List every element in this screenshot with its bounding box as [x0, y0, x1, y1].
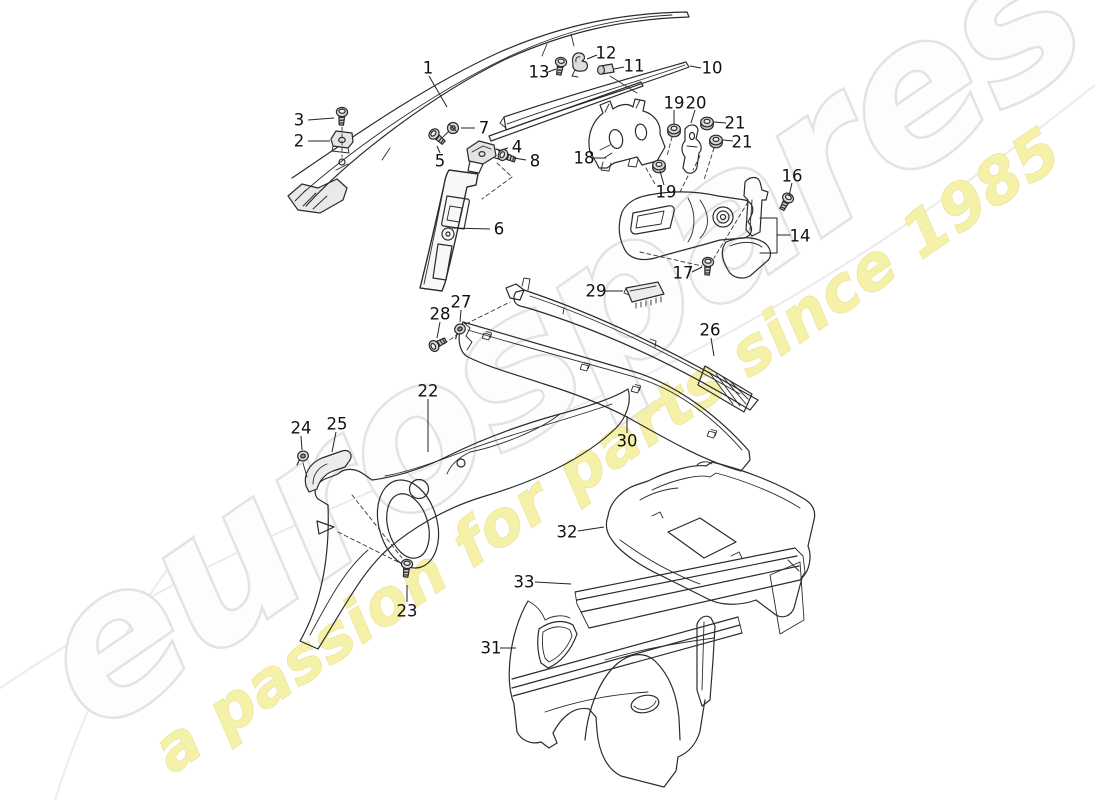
callout-21b: 21 [732, 133, 753, 152]
diagram-line-art [287, 11, 816, 788]
leader-10 [689, 65, 702, 69]
part-10-roof-edge-trim [488, 61, 690, 142]
callout-25: 25 [327, 415, 348, 434]
bracket-2 [330, 126, 354, 158]
leader-20 [690, 109, 696, 124]
callout-20: 20 [686, 94, 707, 113]
nut-19-lower [652, 159, 666, 174]
callout-29: 29 [586, 282, 607, 301]
part-29-clip-strip [623, 281, 665, 309]
leader-11 [613, 66, 625, 70]
part-26-shelf-edge-trim [505, 277, 759, 413]
callout-21a: 21 [725, 114, 746, 133]
leader-25 [331, 431, 337, 453]
watermark-swoosh [0, 84, 1096, 690]
watermark-brand-text: eurospares [0, 0, 1100, 776]
callout-33: 33 [514, 573, 535, 592]
part-33-damping-pad [574, 547, 806, 635]
callout-2: 2 [294, 132, 305, 151]
leader-6 [451, 227, 491, 230]
callout-12: 12 [596, 44, 617, 63]
clip-11 [596, 63, 638, 94]
callout-23: 23 [397, 602, 418, 621]
part-14-side-trim [618, 176, 772, 279]
callout-13: 13 [529, 63, 550, 82]
callout-18: 18 [574, 149, 595, 168]
leader-16 [788, 182, 793, 197]
leader-21b [722, 139, 734, 142]
callout-28: 28 [430, 305, 451, 324]
nut-21-lower [709, 134, 723, 149]
callout-14: 14 [790, 227, 811, 246]
callout-8: 8 [530, 152, 541, 171]
leader-5 [436, 145, 441, 154]
leader-13 [547, 68, 557, 73]
callout-16: 16 [782, 167, 803, 186]
callout-3: 3 [294, 111, 305, 130]
callout-4: 4 [512, 138, 523, 157]
callout-11: 11 [624, 57, 645, 76]
nut-19-upper [667, 123, 681, 138]
grommet-7 [442, 121, 460, 138]
leader-12 [586, 54, 598, 60]
callout-5: 5 [435, 152, 446, 171]
part-22-quarter-panel-trim [299, 388, 630, 650]
leader-33 [534, 581, 572, 585]
leader-27 [459, 309, 462, 323]
callout-26: 26 [700, 321, 721, 340]
callout-32: 32 [557, 523, 578, 542]
callout-1: 1 [423, 59, 434, 78]
screw-5 [426, 126, 449, 148]
callout-6: 6 [494, 220, 505, 239]
callout-30: 30 [617, 432, 638, 451]
part-25-hook [302, 449, 352, 493]
callout-27: 27 [451, 293, 472, 312]
part-30-rear-shelf-panel [443, 301, 751, 472]
leader-lines [300, 54, 793, 649]
leader-8 [513, 157, 527, 161]
nut-21-upper [700, 116, 714, 131]
callout-22: 22 [418, 382, 439, 401]
leader-17 [691, 266, 703, 273]
part-6-a-pillar-trim [419, 162, 513, 292]
leader-1 [428, 75, 448, 108]
clip-12 [570, 33, 588, 78]
part-18-bracket [588, 98, 666, 172]
part-20-bracket [681, 124, 702, 174]
screw-13 [552, 55, 568, 77]
part-1-windscreen-frame-trim [287, 11, 690, 214]
leader-4 [497, 147, 509, 152]
callout-7: 7 [479, 119, 490, 138]
leader-28 [436, 321, 441, 339]
part-31-rear-quarter-trim [508, 600, 743, 788]
callout-labels: 1234567810111213141617181919202121222324… [291, 44, 811, 658]
callout-14-bracket [759, 217, 791, 254]
callout-19a: 19 [664, 94, 685, 113]
callout-19b: 19 [656, 183, 677, 202]
leader-32 [577, 526, 605, 532]
leader-24 [300, 435, 303, 451]
leader-3 [307, 117, 335, 121]
watermark-swoosh-left [54, 534, 196, 800]
screw-3 [335, 106, 349, 126]
callout-17: 17 [673, 264, 694, 283]
leader-19b [659, 170, 665, 186]
callout-24: 24 [291, 419, 312, 438]
callout-10: 10 [702, 59, 723, 78]
assembly-dashes-brackets [645, 136, 715, 193]
callout-31: 31 [481, 639, 502, 658]
part-32-luggage-trim [605, 461, 816, 618]
leader-21a [713, 121, 727, 124]
leader-26 [710, 337, 715, 357]
